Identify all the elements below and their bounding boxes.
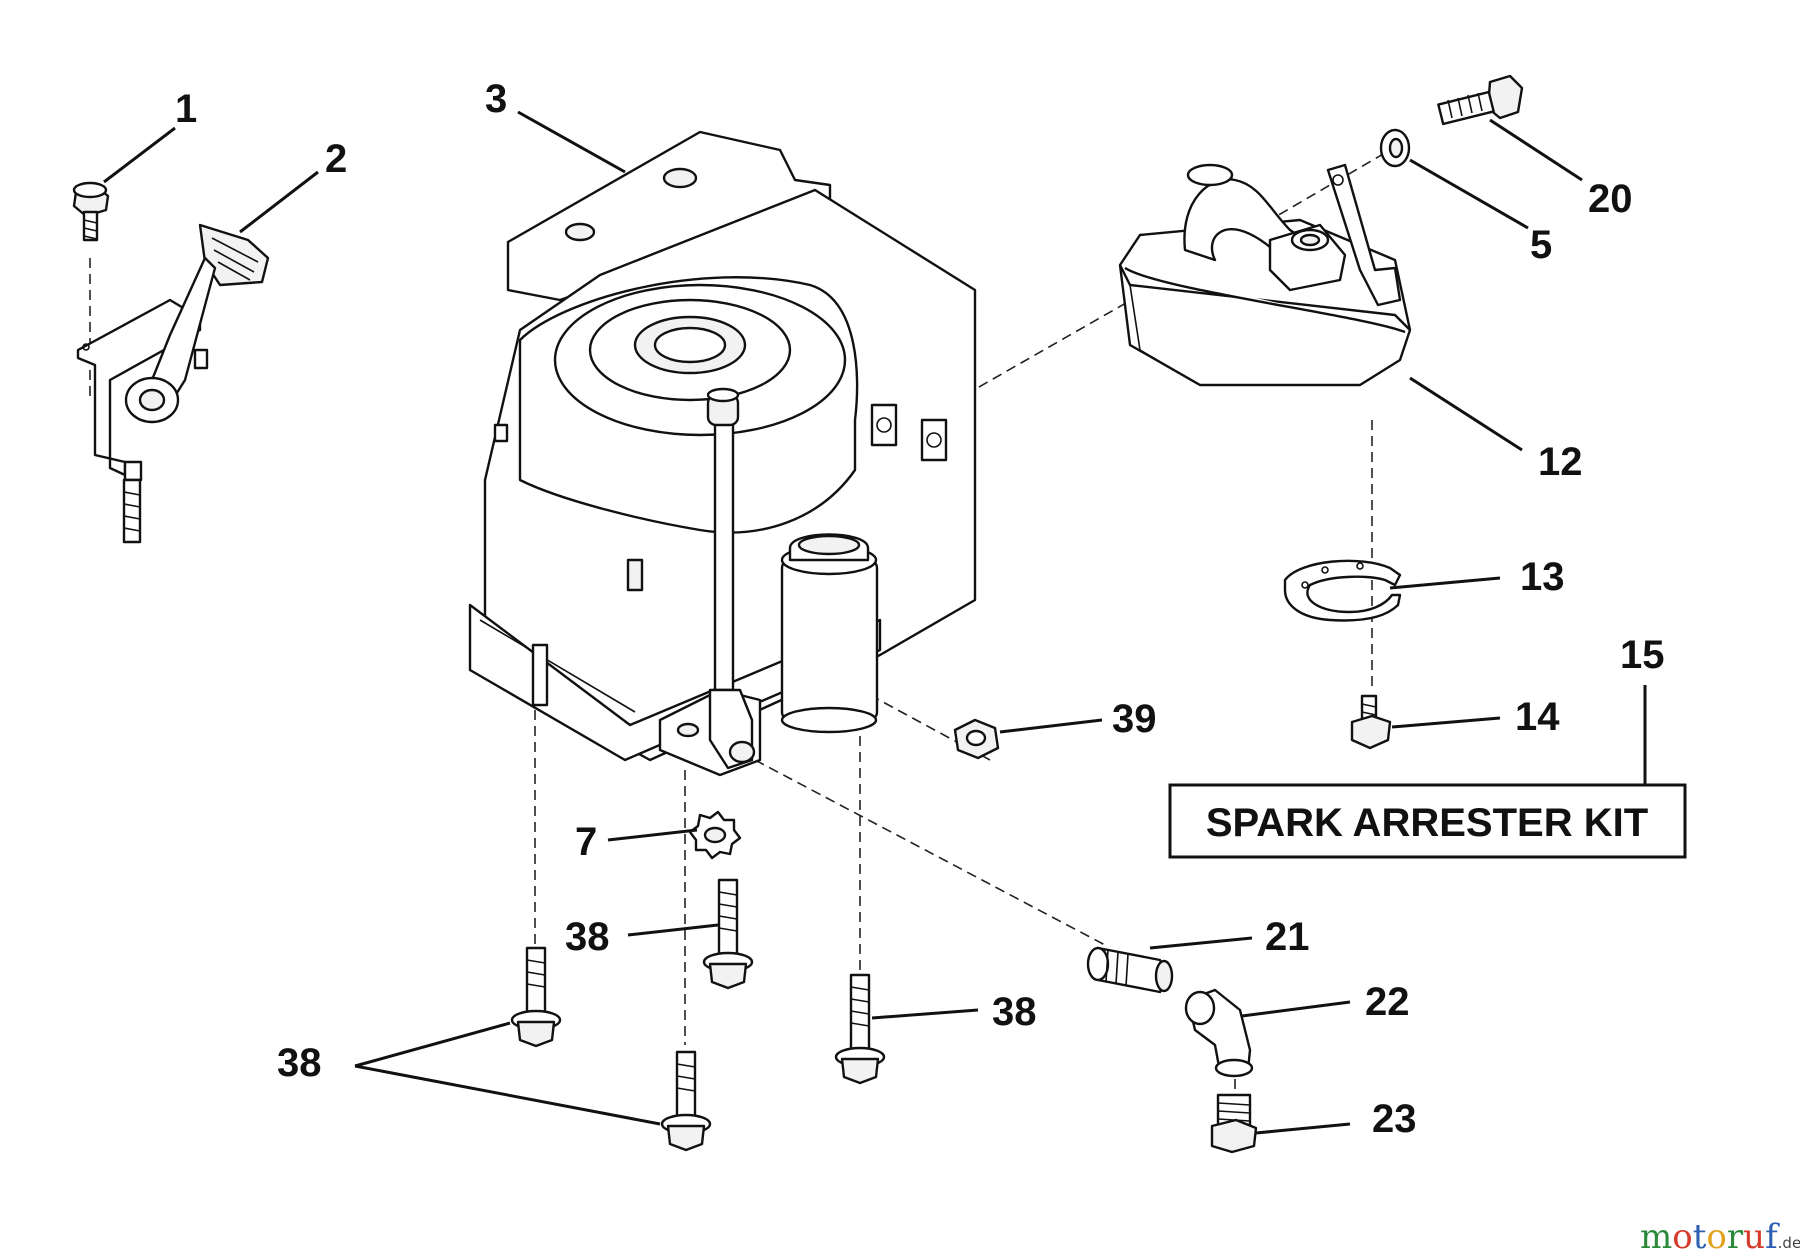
callout-12: 12 <box>1538 440 1583 484</box>
part-5-lock-washer <box>1379 128 1411 168</box>
callout-14: 14 <box>1515 695 1560 739</box>
part-21-pipe-nipple <box>1086 946 1174 994</box>
callout-1: 1 <box>175 87 197 131</box>
part-38-bolt-b <box>702 878 754 990</box>
callout-38-left: 38 <box>277 1041 322 1085</box>
callout-20: 20 <box>1588 177 1633 221</box>
part-38-bolt-d <box>834 973 886 1085</box>
callout-23: 23 <box>1372 1097 1417 1141</box>
part-23-plug <box>1210 1093 1258 1154</box>
watermark-char-3: o <box>1706 1217 1726 1257</box>
part-14-screw <box>1350 694 1392 750</box>
watermark-logo: motoruf.de <box>1640 1217 1800 1257</box>
part-12-muffler <box>1118 163 1412 387</box>
callout-21: 21 <box>1265 915 1310 959</box>
part-7-star-washer <box>688 810 742 860</box>
part-20-bolt <box>1437 74 1524 126</box>
spark-arrester-kit-label: SPARK ARRESTER KIT <box>1206 801 1648 845</box>
svg-text:motoruf.de: motoruf.de <box>1640 1217 1800 1257</box>
part-22-elbow <box>1184 988 1254 1078</box>
callout-13: 13 <box>1520 555 1565 599</box>
callout-3: 3 <box>485 77 507 121</box>
watermark-char-5: u <box>1743 1217 1765 1257</box>
watermark-char-1: o <box>1672 1217 1692 1257</box>
callout-38-right: 38 <box>992 990 1037 1034</box>
watermark-char-6: f <box>1765 1217 1780 1257</box>
part-38-bolt-a <box>510 946 562 1048</box>
callout-15: 15 <box>1620 633 1665 677</box>
part-38-bolt-c <box>660 1050 712 1152</box>
leader-lines <box>103 110 1647 1135</box>
watermark-suffix: .de <box>1778 1234 1800 1252</box>
part-13-gasket <box>1283 559 1402 622</box>
callout-22: 22 <box>1365 980 1410 1024</box>
callout-39: 39 <box>1112 697 1157 741</box>
callout-38-upper: 38 <box>565 915 610 959</box>
callout-2: 2 <box>325 137 347 181</box>
watermark-char-0: m <box>1640 1217 1672 1257</box>
part-3-engine <box>468 130 977 777</box>
watermark-char-4: r <box>1727 1217 1744 1257</box>
part-39-nut <box>953 718 1000 760</box>
watermark-char-2: t <box>1693 1217 1707 1257</box>
callout-5: 5 <box>1530 223 1552 267</box>
part-1-bolt <box>72 181 110 242</box>
callout-labels: 1 2 3 20 5 12 13 15 14 39 7 38 38 38 21 … <box>175 77 1665 1141</box>
spark-arrester-kit-box: SPARK ARRESTER KIT <box>1168 783 1687 859</box>
callout-7: 7 <box>575 820 597 864</box>
part-2-throttle-control <box>76 223 270 544</box>
